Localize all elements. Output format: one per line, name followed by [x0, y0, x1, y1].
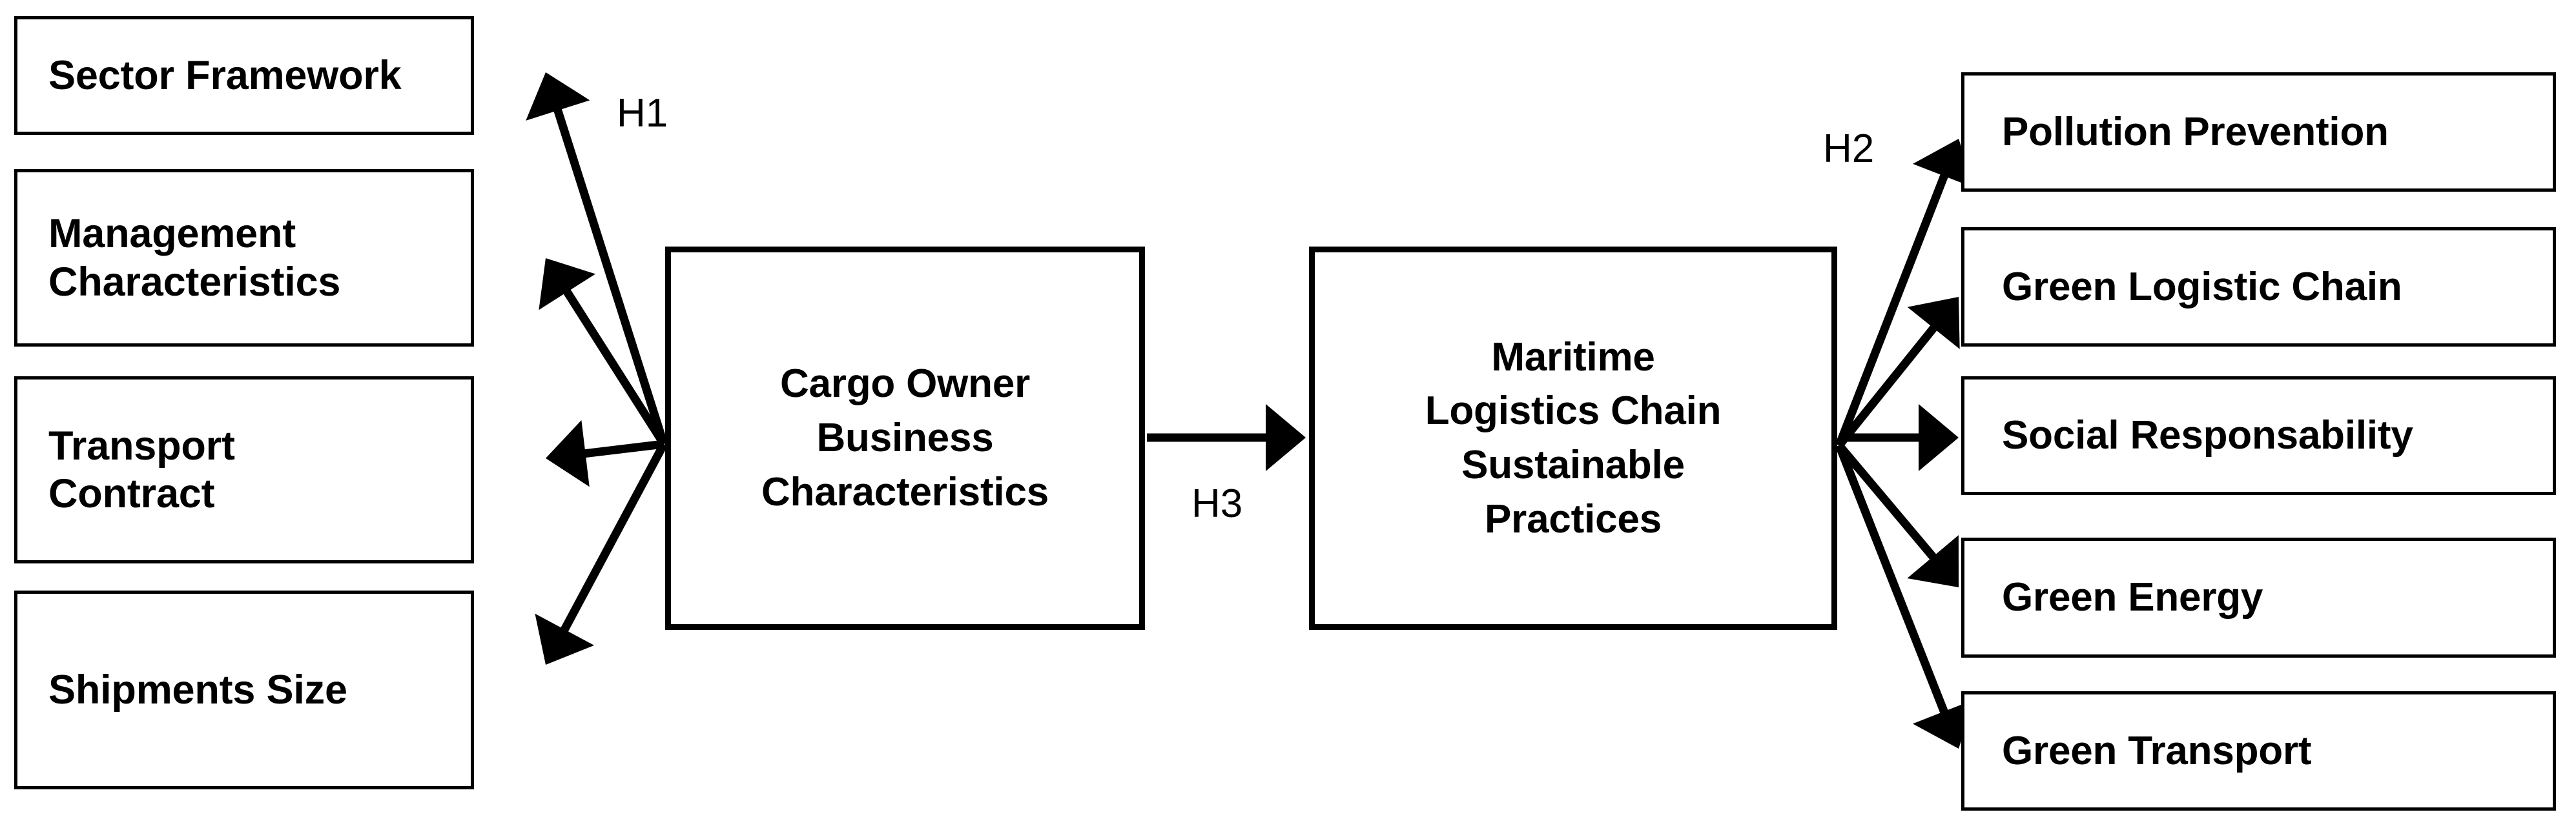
arrow-h3-main: [1147, 404, 1306, 471]
arrow-h1-shipments-size: [535, 441, 668, 665]
node-label: Shipments Size: [48, 667, 347, 713]
hypothesis-label-h3: H3: [1191, 481, 1243, 526]
hypothesis-label-h2: H2: [1823, 127, 1875, 171]
node-label: Social Responsability: [2002, 413, 2413, 458]
node-green-logistic-chain[interactable]: Green Logistic Chain: [1961, 227, 2556, 347]
arrow-h2-green-transport: [1835, 443, 1975, 749]
arrow-h2-green-energy: [1836, 442, 1959, 587]
arrow-h2-social-responsability: [1839, 404, 1959, 471]
node-pollution-prevention[interactable]: Pollution Prevention: [1961, 72, 2556, 192]
node-green-transport[interactable]: Green Transport: [1961, 691, 2556, 811]
node-sector-framework[interactable]: Sector Framework: [14, 16, 474, 135]
arrow-h1-management-characteristics: [539, 258, 668, 447]
node-label: Pollution Prevention: [2002, 109, 2389, 154]
node-label: Green Energy: [2002, 575, 2263, 620]
node-label: Sector Framework: [48, 52, 402, 98]
arrow-h2-pollution-prevention: [1835, 139, 1975, 447]
node-green-energy[interactable]: Green Energy: [1961, 538, 2556, 658]
node-label: Green Transport: [2002, 728, 2312, 773]
node-social-responsability[interactable]: Social Responsability: [1961, 376, 2556, 495]
arrow-h1-transport-contract: [546, 420, 665, 487]
arrow-h2-green-logistic-chain: [1835, 297, 1960, 449]
hypothesis-label-h1: H1: [617, 91, 668, 136]
node-shipments-size[interactable]: Shipments Size: [14, 591, 474, 789]
node-label: Green Logistic Chain: [2002, 264, 2402, 309]
